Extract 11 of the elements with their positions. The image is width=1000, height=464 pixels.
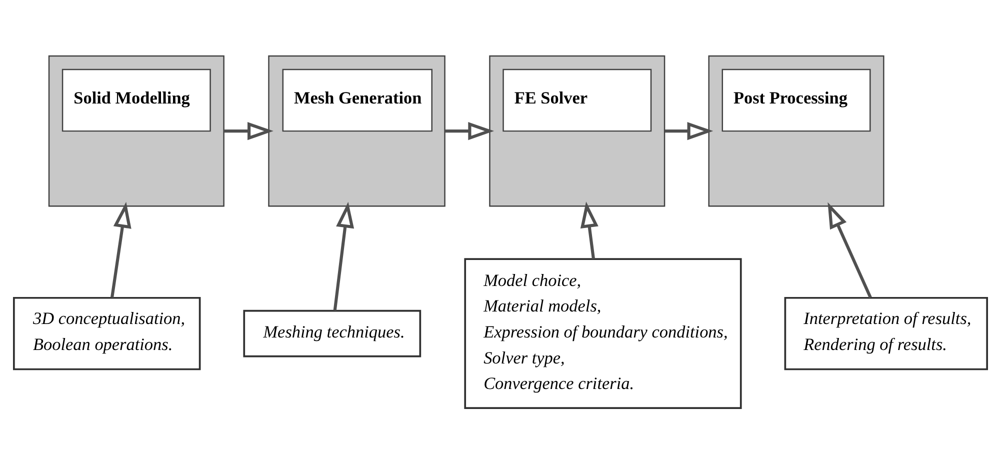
arrow — [664, 122, 713, 140]
node-box: Interpretation of results, Rendering of results. — [784, 296, 988, 370]
arrow — [224, 122, 273, 140]
node-box: Meshing techniques. — [242, 310, 421, 358]
node-box: 3D conceptualisation, Boolean operations. — [12, 296, 200, 370]
arrow — [827, 202, 872, 298]
arrow — [444, 122, 494, 140]
arrow — [580, 202, 598, 260]
arrow — [332, 202, 354, 311]
node-box: Model choice, Material models, Expression of boundary conditions, Solver type, Convergence criteria. — [464, 258, 742, 409]
arrow — [110, 202, 131, 298]
